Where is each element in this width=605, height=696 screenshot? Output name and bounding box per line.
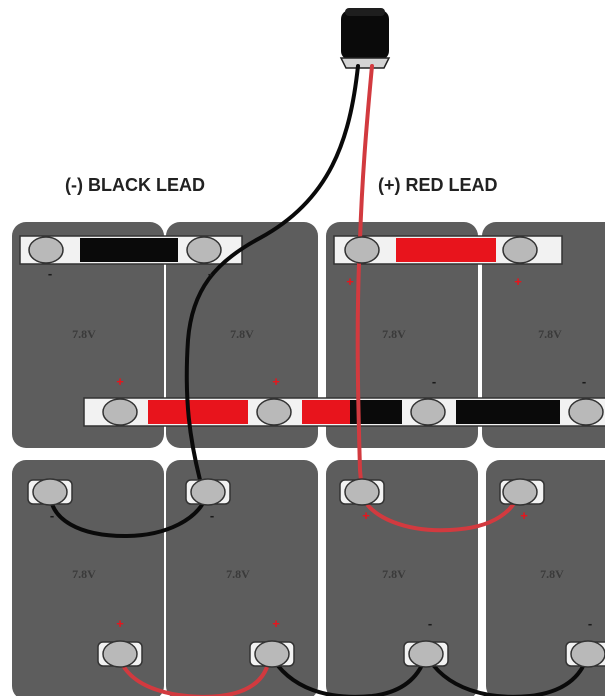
negative-lead-label: (-) BLACK LEAD: [65, 175, 205, 195]
battery-1: [12, 222, 164, 448]
battery-8: [486, 460, 605, 696]
plus-mark: +: [272, 374, 280, 389]
plus-mark: +: [520, 508, 528, 523]
middle-series-bus: [83, 397, 605, 427]
plus-mark: +: [116, 374, 124, 389]
plus-mark: +: [272, 616, 280, 631]
minus-mark: -: [582, 374, 586, 389]
terminals: [27, 236, 605, 668]
minus-mark: -: [50, 508, 54, 523]
voltage-label: 7.8V: [382, 567, 406, 581]
plus-mark: +: [362, 508, 370, 523]
battery-2: [166, 222, 318, 448]
plus-mark: +: [116, 616, 124, 631]
black-lead-wire: [184, 64, 360, 494]
connector-plug: [339, 8, 391, 69]
battery-4: [482, 222, 605, 448]
voltage-label: 7.8V: [382, 327, 406, 341]
positive-lead-label: (+) RED LEAD: [378, 175, 498, 195]
minus-mark: -: [208, 266, 212, 281]
minus-mark: -: [210, 508, 214, 523]
battery-5: [12, 460, 164, 696]
bottom-wires: [48, 488, 590, 696]
battery-6: [166, 460, 318, 696]
minus-mark: -: [48, 266, 52, 281]
plus-mark: +: [346, 274, 354, 289]
voltage-label: 7.8V: [72, 567, 96, 581]
minus-mark: -: [588, 616, 592, 631]
battery-3: [326, 222, 478, 448]
voltage-label: 7.8V: [540, 567, 564, 581]
minus-mark: -: [428, 616, 432, 631]
voltage-label: 7.8V: [72, 327, 96, 341]
plus-mark: +: [514, 274, 522, 289]
battery-7: [326, 460, 478, 696]
minus-mark: -: [432, 374, 436, 389]
voltage-label: 7.8V: [230, 327, 254, 341]
battery-bank: [12, 222, 605, 696]
voltage-label: 7.8V: [226, 567, 250, 581]
voltage-label: 7.8V: [538, 327, 562, 341]
